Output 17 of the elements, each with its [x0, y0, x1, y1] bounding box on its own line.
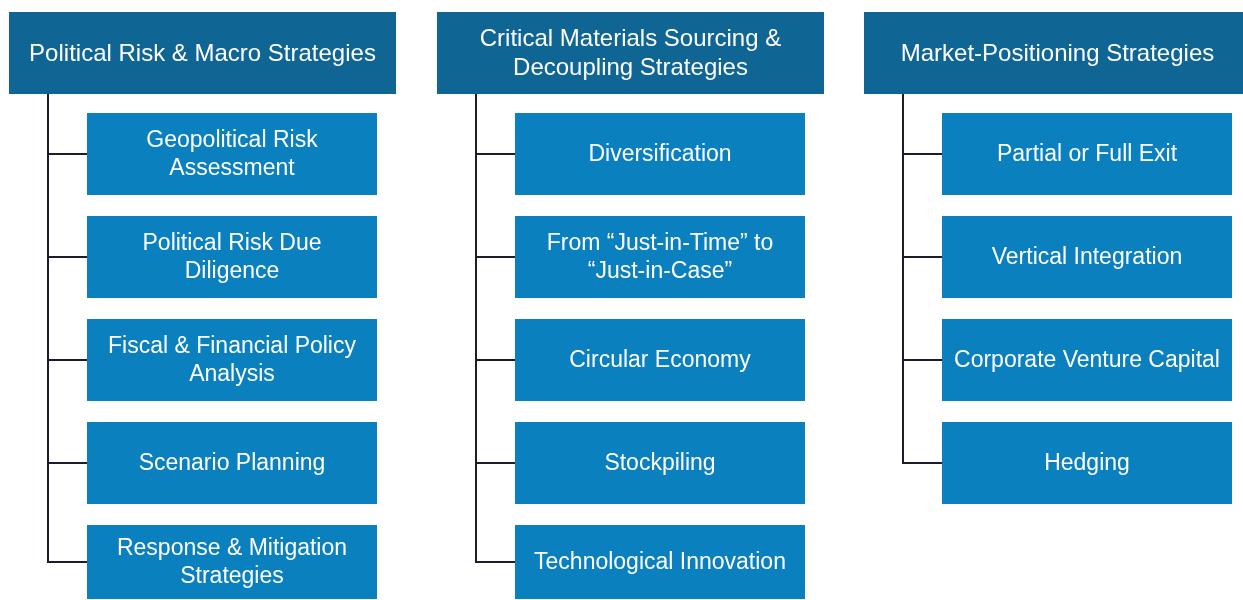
strategy-box: Circular Economy: [515, 319, 805, 401]
strategy-box: Hedging: [942, 422, 1232, 504]
strategy-box: Political Risk Due Diligence: [87, 216, 377, 298]
strategy-box: Geopolitical Risk Assessment: [87, 113, 377, 195]
strategy-box: Partial or Full Exit: [942, 113, 1232, 195]
strategy-box: Fiscal & Financial Policy Analysis: [87, 319, 377, 401]
category-header-box: Market-Positioning Strategies: [864, 12, 1243, 94]
category-header-box: Political Risk & Macro Strategies: [9, 12, 396, 94]
strategy-box: Stockpiling: [515, 422, 805, 504]
strategy-box: Corporate Venture Capital: [942, 319, 1232, 401]
strategy-box: Technological Innovation: [515, 525, 805, 599]
strategy-box: Vertical Integration: [942, 216, 1232, 298]
strategy-box: Response & Mitigation Strategies: [87, 525, 377, 599]
category-header-box: Critical Materials Sourcing & Decoupling Strategies: [437, 12, 824, 94]
strategy-box: From “Just-in-Time” to “Just-in-Case”: [515, 216, 805, 298]
strategy-box: Scenario Planning: [87, 422, 377, 504]
strategy-box: Diversification: [515, 113, 805, 195]
